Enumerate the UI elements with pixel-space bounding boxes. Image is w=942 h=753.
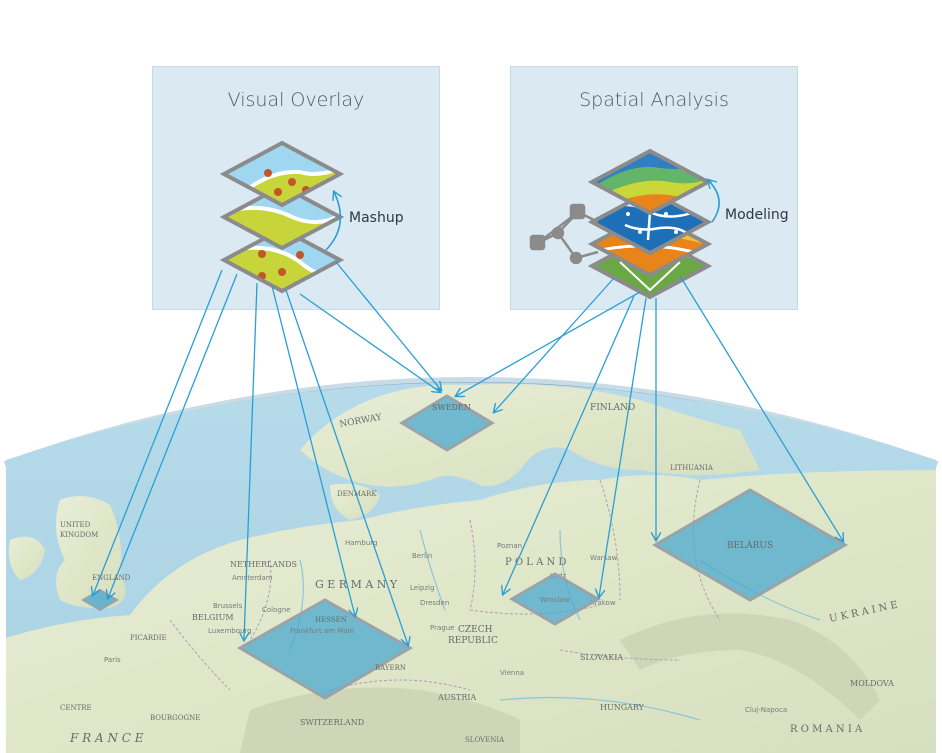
label-poland: P O L A N D [505,557,566,568]
label-bayern: BAYERN [375,664,406,672]
region-belarus [652,488,848,602]
label-luxembourg: Luxembourg [208,627,252,635]
label-prague: Prague [430,624,454,632]
arrow-sa-to-belarus-2 [679,275,843,541]
layer-top-icon [219,140,345,208]
region-poland-south [509,572,601,626]
arrow-vo-to-hessen-3 [271,285,355,616]
label-united: UNITED [60,521,91,529]
label-slovakia: SLOVAKIA [580,653,623,662]
arrow-sa-to-poland-1 [503,295,635,594]
arrow-sa-to-sweden-1 [494,277,615,412]
visual-overlay-title: Visual Overlay [227,89,365,111]
label-poznan: Poznan [497,542,522,550]
label-cluj: Cluj-Napoca [745,706,787,714]
region-hessen [236,598,414,700]
label-amsterdam: Amsterdam [232,574,273,582]
spatial-analysis-stack [587,148,713,300]
label-frankfurt: Frankfurt am Main [290,627,354,635]
label-netherlands: NETHERLANDS [230,560,297,569]
label-slovenia: SLOVENIA [465,736,505,744]
alps [240,687,520,753]
label-hamburg: Hamburg [345,539,377,547]
arrow-vo-to-uk-1 [93,269,223,595]
modeling-curved-arrow [708,180,720,223]
label-bourgogne: BOURGOGNE [150,714,200,722]
land-denmark [330,483,380,520]
highlight-regions: SWEDEN BELARUS Wroclaw Frankfurt am Main… [81,394,848,700]
label-hungary: HUNGARY [600,703,645,712]
label-paris: Paris [104,656,121,664]
label-austria: AUSTRIA [437,693,477,702]
label-cologne: Cologne [262,606,291,614]
land-scandinavia [300,384,760,487]
svg-text:SWEDEN: SWEDEN [432,403,471,412]
region-sweden [399,394,495,452]
label-leipzig: Leipzig [410,584,435,592]
network-graph-icon [529,203,599,265]
arrow-vo-to-sweden-2 [335,261,441,390]
carpathians [620,613,880,720]
arrow-sa-to-sweden-2 [456,291,641,396]
label-republic: REPUBLIC [448,636,498,646]
label-moldova: MOLDOVA [850,679,894,688]
arrow-vo-to-hessen-2 [285,289,408,645]
label-belgium: BELGIUM [192,613,234,622]
land-ireland [8,536,45,580]
connector-arrows [93,261,843,645]
label-switzerland: SWITZERLAND [300,718,364,727]
label-denmark: DENMARK [337,490,377,498]
label-warsaw: Warsaw [590,554,618,562]
label-france: F R A N C E [69,731,144,745]
label-krakow: Krakow [590,599,616,607]
label-kingdom: KINGDOM [60,531,98,539]
label-hessen: HESSEN [315,616,347,624]
label-vienna: Vienna [500,669,524,677]
label-czech: CZECH [458,625,493,635]
label-england: ENGLAND [92,574,131,582]
spatial-analysis-title: Spatial Analysis [579,89,729,111]
layer-topo-icon [587,148,713,216]
arrow-vo-to-hessen-1 [244,282,258,640]
mashup-label: Mashup [349,210,404,226]
land-uk [56,496,126,609]
label-belarus: BELARUS [727,541,773,551]
arrow-vo-to-uk-2 [108,273,238,598]
arrow-sa-to-poland-2 [599,297,647,597]
label-wroclaw: Wroclaw [540,596,570,604]
arrow-vo-to-sweden-1 [299,293,440,392]
label-dresden: Dresden [420,599,449,607]
label-picardie: PICARDIE [130,634,167,642]
label-lithuania: LITHUANIA [670,464,714,472]
label-centre: CENTRE [60,704,92,712]
label-romania: R O M A N I A [790,724,863,735]
visual-overlay-stack [219,140,345,294]
label-finland: FINLAND [590,403,635,413]
modeling-label: Modeling [725,207,789,223]
label-brussels: Brussels [213,602,243,610]
mashup-curved-arrow [325,192,340,251]
label-berlin: Berlin [412,552,432,560]
label-germany: G E R M A N Y [315,578,398,591]
